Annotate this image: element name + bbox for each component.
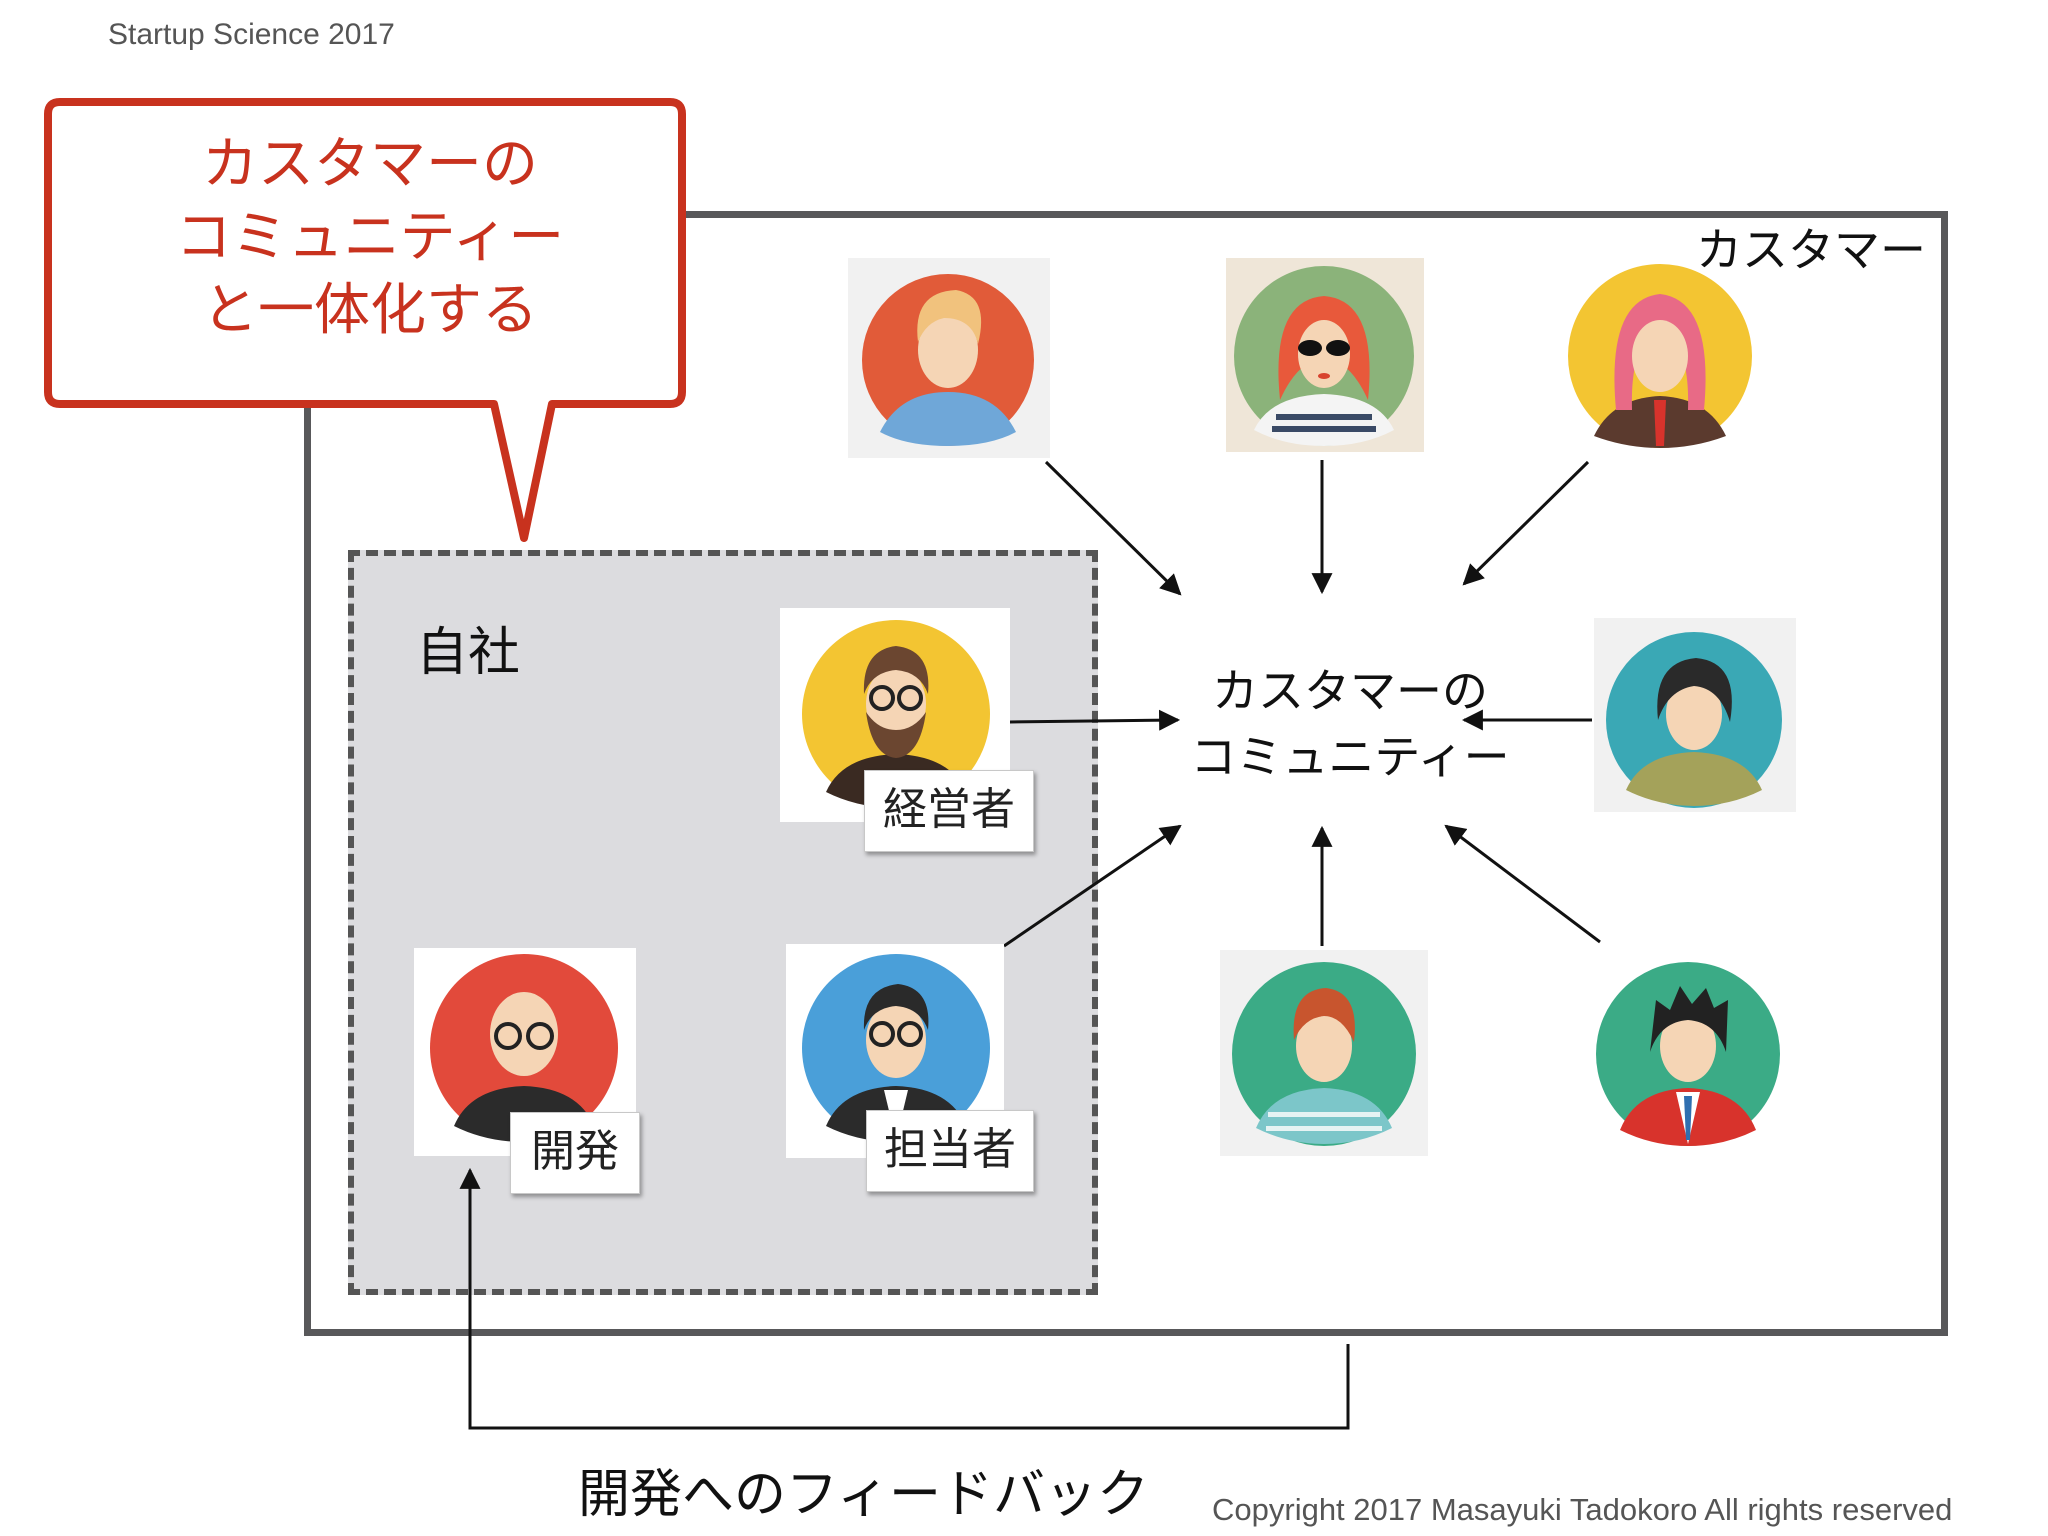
arrow-c1	[1044, 460, 1182, 596]
feedback-bracket	[459, 1167, 1350, 1430]
avatar-customer-2	[1226, 258, 1424, 452]
slide-header: Startup Science 2017	[108, 18, 395, 51]
role-tag-ceo: 経営者	[864, 770, 1034, 852]
community-line-2: コミュニティー	[1190, 730, 1510, 784]
avatar-customer-3	[1568, 264, 1752, 448]
avatar-customer-4	[1594, 618, 1796, 812]
callout-line-1: カスタマーの	[202, 132, 538, 197]
role-tag-dev: 開発	[510, 1112, 640, 1194]
avatar-customer-1	[848, 258, 1050, 458]
callout-line-3: と一体化する	[202, 278, 538, 343]
customer-label: カスタマー	[1696, 223, 1926, 277]
arrow-rep	[1003, 824, 1182, 948]
avatar-customer-5	[1220, 950, 1428, 1156]
community-label: カスタマーの コミュニティー	[1160, 658, 1540, 790]
feedback-label: 開発へのフィードバック	[578, 1465, 1149, 1525]
avatar-customer-6	[1596, 962, 1780, 1146]
company-label: 自社	[416, 623, 521, 683]
customer-frame	[304, 211, 1948, 1336]
copyright: Copyright 2017 Masayuki Tadokoro All rig…	[1212, 1492, 1953, 1527]
role-tag-rep: 担当者	[866, 1110, 1034, 1192]
callout-line-2: コミュニティー	[175, 205, 565, 270]
community-line-1: カスタマーの	[1212, 664, 1488, 718]
arrow-c3	[1462, 460, 1590, 586]
arrow-c6	[1444, 824, 1601, 944]
callout-text: カスタマーの コミュニティー と一体化する	[80, 128, 660, 347]
callout-bubble	[44, 98, 686, 542]
arrow-ceo	[1009, 709, 1181, 731]
